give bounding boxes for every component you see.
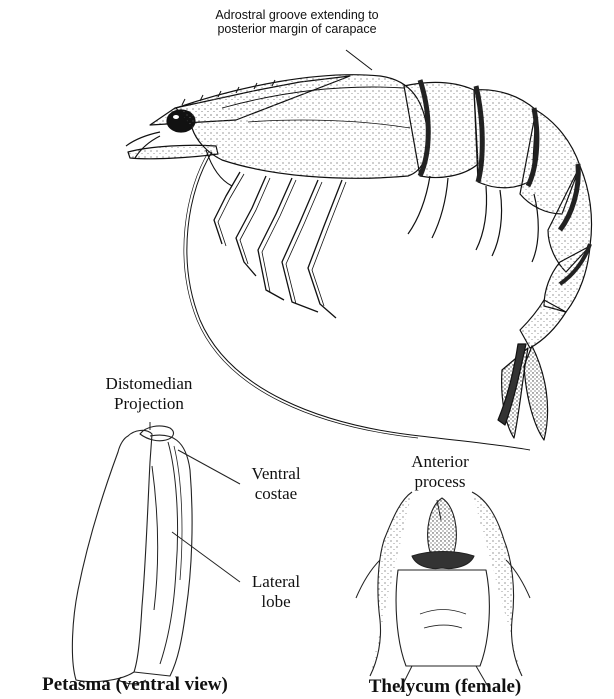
anterior-label-line1: Anterior bbox=[392, 452, 488, 472]
petasma-caption: Petasma (ventral view) bbox=[0, 674, 270, 696]
carapace bbox=[176, 75, 428, 179]
anterior-process bbox=[428, 498, 457, 552]
lateral-label-line1: Lateral bbox=[236, 572, 316, 592]
distomedian-projection bbox=[140, 426, 173, 441]
anterior-process-label: Anterior process bbox=[392, 452, 488, 491]
walking-leg bbox=[308, 180, 342, 318]
ventral-label-line2: costae bbox=[236, 484, 316, 504]
adrostral-groove-label: Adrostral groove extending to posterior … bbox=[172, 8, 422, 37]
thelycum-ridge bbox=[412, 552, 474, 569]
thelycum-left-flank bbox=[370, 492, 412, 676]
ventral-costae bbox=[160, 442, 178, 664]
pleopod bbox=[492, 190, 502, 256]
distomedian-label-line2: Projection bbox=[84, 394, 214, 414]
uropod bbox=[524, 346, 548, 440]
thelycum-plate bbox=[396, 570, 489, 666]
petasma-drawing bbox=[72, 422, 240, 684]
lateral-label-line2: lobe bbox=[236, 592, 316, 612]
distomedian-label-line1: Distomedian bbox=[84, 374, 214, 394]
lateral-lobe-label: Lateral lobe bbox=[236, 572, 316, 611]
thelycum-right-flank bbox=[472, 492, 522, 676]
lateral-leader bbox=[172, 532, 240, 582]
antenna-flagellum bbox=[187, 152, 530, 450]
adrostral-leader bbox=[346, 50, 372, 70]
pleopod bbox=[476, 186, 487, 250]
ventral-leader bbox=[178, 450, 240, 484]
lateral-lobe bbox=[152, 466, 158, 610]
anterior-label-line2: process bbox=[392, 472, 488, 492]
pleopod bbox=[432, 178, 448, 238]
thelycum-drawing bbox=[356, 492, 530, 690]
distomedian-projection-label: Distomedian Projection bbox=[84, 374, 214, 413]
ventral-costae-label: Ventral costae bbox=[236, 464, 316, 503]
petasma-inner-edge bbox=[134, 435, 192, 676]
adrostral-label-line2: posterior margin of carapace bbox=[172, 22, 422, 36]
thelycum-caption: Thelycum (female) bbox=[340, 676, 550, 698]
petasma-outline bbox=[72, 430, 152, 681]
adrostral-label-line1: Adrostral groove extending to bbox=[172, 8, 422, 22]
pleopod bbox=[408, 176, 430, 234]
ventral-label-line1: Ventral bbox=[236, 464, 316, 484]
walking-leg bbox=[236, 176, 266, 276]
